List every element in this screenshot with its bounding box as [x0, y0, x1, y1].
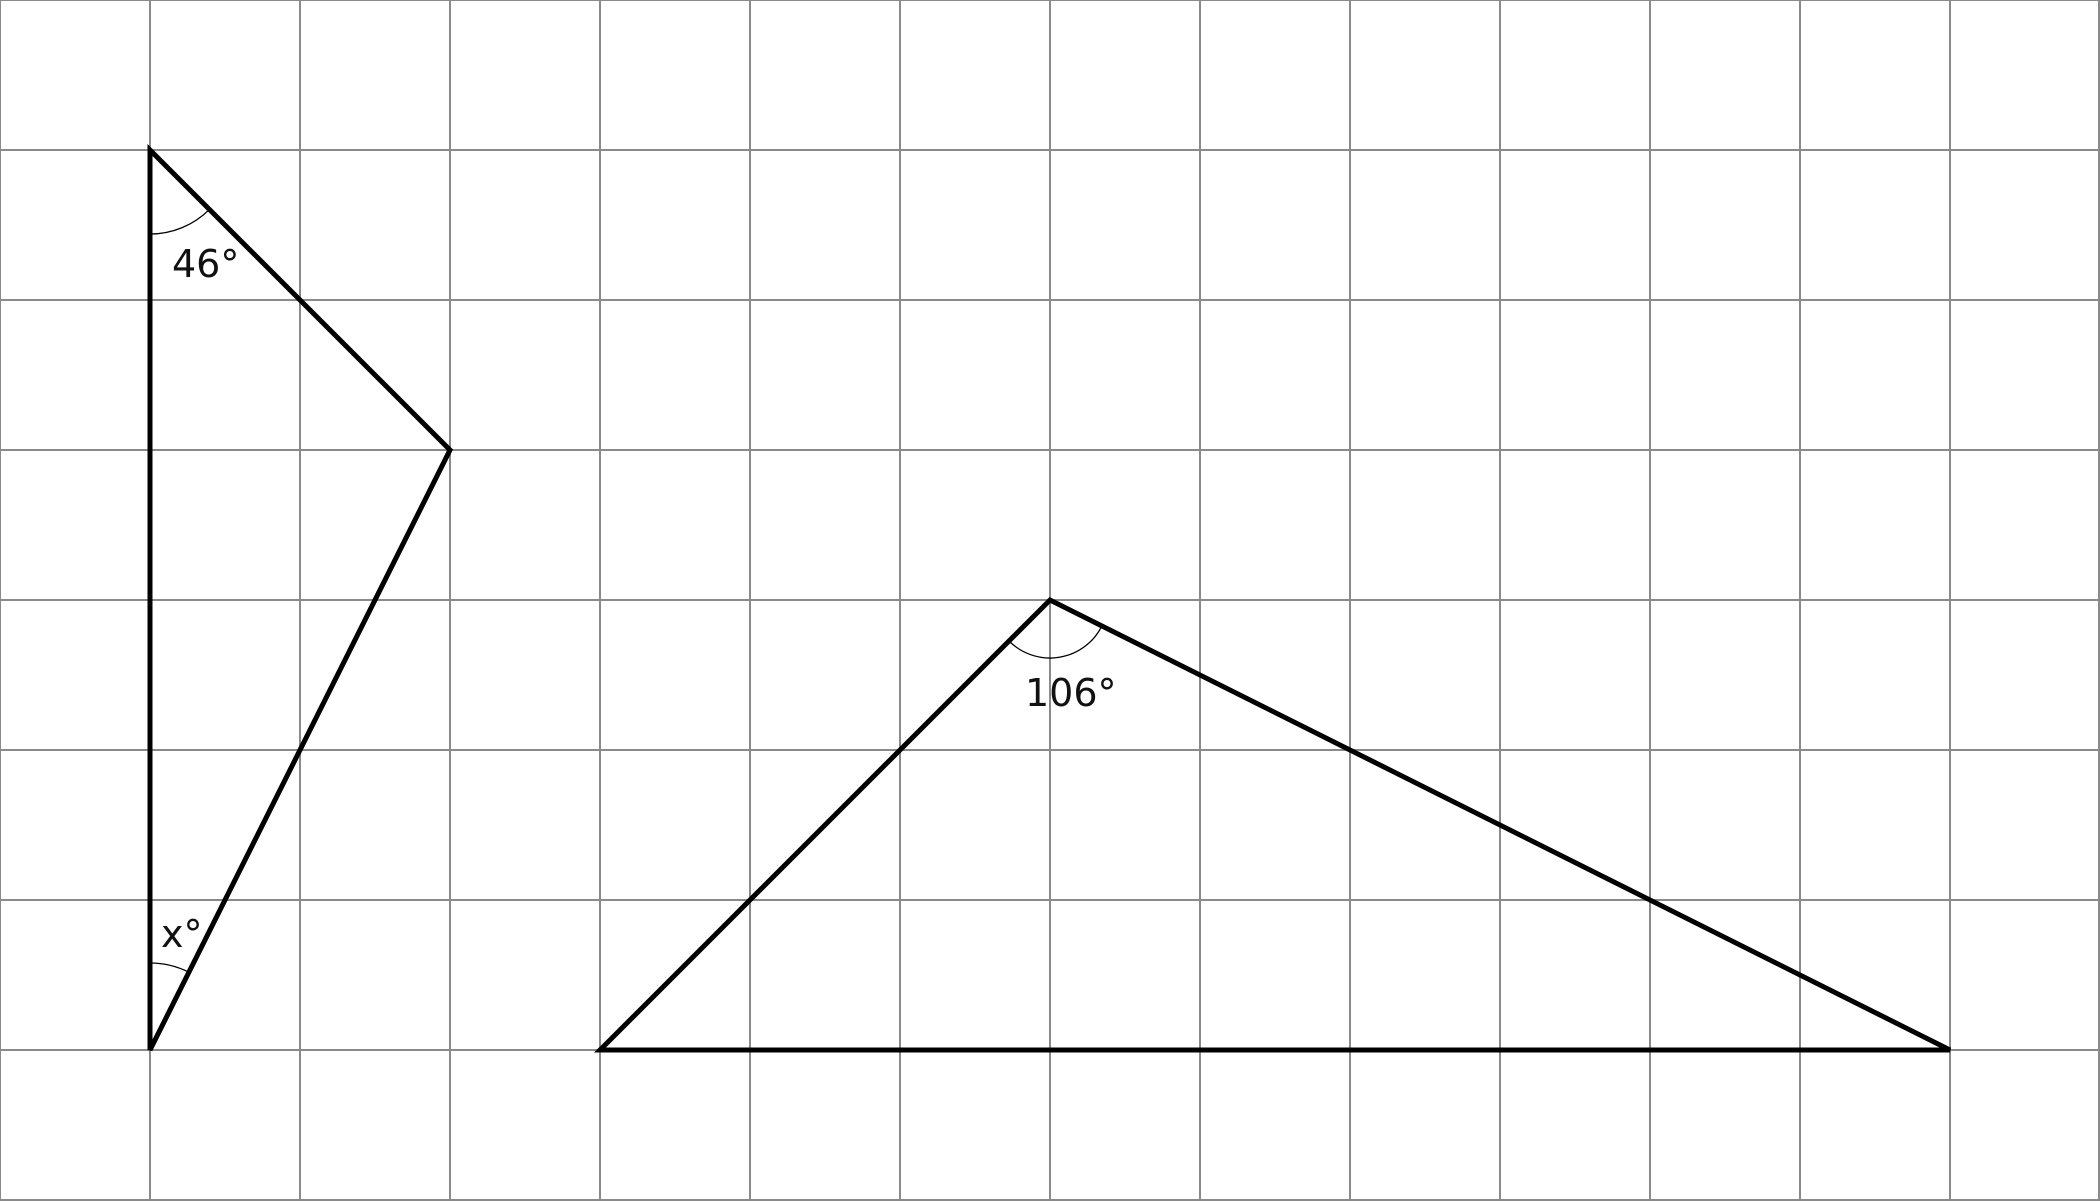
angle-106-label: 106° — [1025, 671, 1117, 715]
left-triangle — [147, 143, 454, 1052]
right-triangle — [593, 596, 1952, 1053]
angle-x-label: x° — [161, 912, 203, 956]
angle-106-arc — [1008, 625, 1103, 659]
angle-46-label: 46° — [172, 242, 239, 286]
angle-46-arc — [149, 208, 210, 235]
left-triangle-group: 46° x° — [147, 143, 454, 1052]
right-triangle-group: 106° — [593, 596, 1952, 1053]
angle-x-arc — [149, 962, 190, 973]
